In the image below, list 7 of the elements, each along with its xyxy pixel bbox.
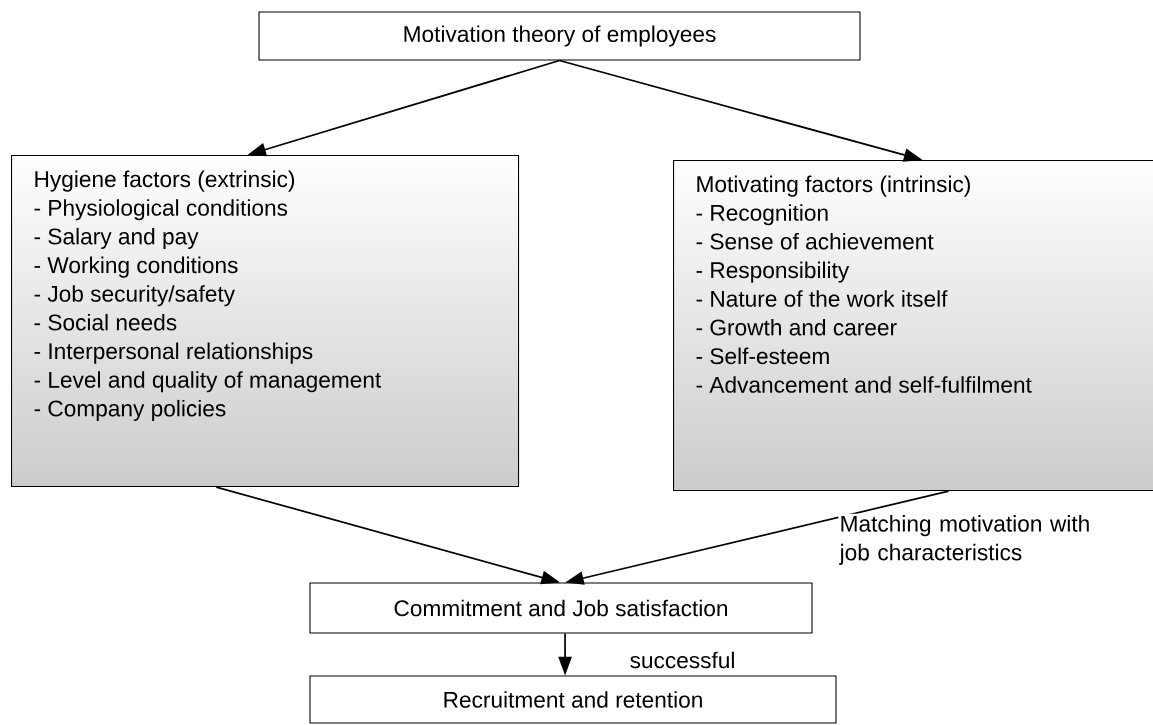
factor-list-box: Hygiene factors (extrinsic) - Physiological conditions - Salary and pay - Working conditions - Job security/safety - Social needs - Interpersonal relationships - Level and quality of management - Company policies: [11, 155, 520, 488]
process-box: Motivation theory of employees: [258, 11, 861, 61]
factor-list-box: Motivating factors (intrinsic) - Recognition - Sense of achievement - Responsibility - Nature of the work itself - Growth and career - Self-esteem - Advancement and self-fulfilment: [673, 160, 1153, 492]
edge-label: successful: [628, 650, 737, 670]
edge-label: Matching motivation with job characteristics: [838, 513, 1106, 567]
process-box: Recruitment and retention: [309, 675, 837, 724]
process-box: Commitment and Job satisfaction: [309, 582, 813, 634]
